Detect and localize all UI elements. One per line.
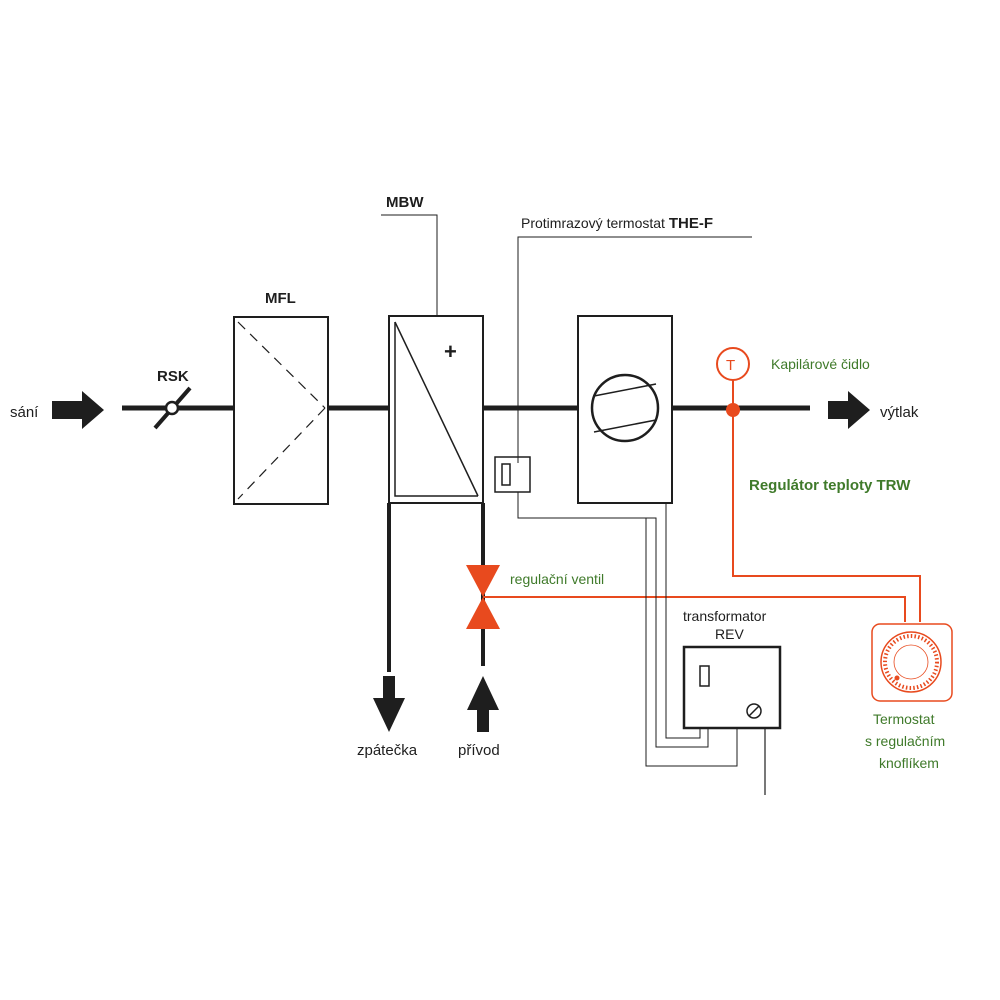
label-rev: REV <box>715 626 744 642</box>
label-termostat-2: s regulačním <box>865 733 945 749</box>
inlet-arrow <box>52 391 104 429</box>
label-termostat-3: knoflíkem <box>879 755 939 771</box>
mfl-filter <box>233 316 329 505</box>
label-zpatecka: zpátečka <box>357 742 418 759</box>
supply-arrow <box>467 676 499 732</box>
label-privod: přívod <box>458 742 500 759</box>
the-f-thermostat <box>494 456 531 493</box>
thermostat-knob-unit <box>871 623 953 702</box>
transformer-rev <box>682 645 782 730</box>
label-mfl: MFL <box>265 290 296 307</box>
return-arrow <box>373 676 405 732</box>
frost-thermostat-wiring <box>517 492 766 795</box>
heater-plus-sign: + <box>444 339 457 364</box>
outlet-arrow <box>828 391 870 429</box>
label-sani: sání <box>10 404 39 421</box>
label-ventil: regulační ventil <box>510 571 604 587</box>
control-valve <box>466 565 500 629</box>
label-vytlak: výtlak <box>880 404 919 421</box>
rsk-damper <box>153 386 192 430</box>
mbw-leader-line <box>381 214 438 316</box>
fan-unit <box>577 315 673 504</box>
sensor-t-symbol: T <box>726 357 735 374</box>
sensor-junction <box>726 403 740 417</box>
label-kapilarove: Kapilárové čidlo <box>771 356 870 372</box>
label-mbw: MBW <box>386 194 424 211</box>
label-termostat-1: Termostat <box>873 711 935 727</box>
label-transformator: transformator <box>683 608 767 624</box>
label-the-f: Protimrazový termostat THE-F <box>521 215 713 232</box>
label-rsk: RSK <box>157 368 189 385</box>
valve-control-line <box>483 596 906 622</box>
the-f-leader-line <box>517 236 752 463</box>
sensor-control-line <box>732 413 921 622</box>
label-regulator: Regulátor teploty TRW <box>749 477 911 494</box>
capillary-sensor-icon <box>716 347 750 381</box>
mbw-heater <box>388 315 484 504</box>
